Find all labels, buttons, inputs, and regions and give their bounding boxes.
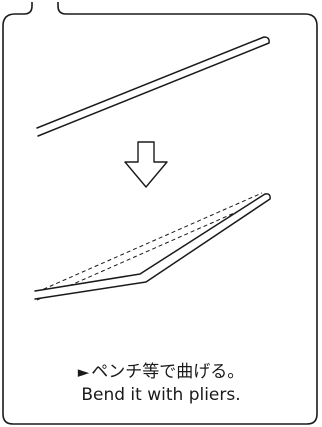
instruction-text-en: Bend it with pliers. bbox=[81, 385, 241, 405]
instruction-text-ja: ►ペンチ等で曲げる。 bbox=[0, 361, 322, 383]
down-arrow-icon bbox=[124, 141, 168, 188]
original-position-dashed bbox=[36, 192, 267, 301]
bent-wire bbox=[34, 193, 271, 300]
instruction-ja-label: ペンチ等で曲げる。 bbox=[91, 362, 245, 382]
triangle-marker-icon: ► bbox=[77, 363, 90, 381]
straight-wire bbox=[36, 36, 270, 137]
panel-frame bbox=[2, 2, 318, 425]
